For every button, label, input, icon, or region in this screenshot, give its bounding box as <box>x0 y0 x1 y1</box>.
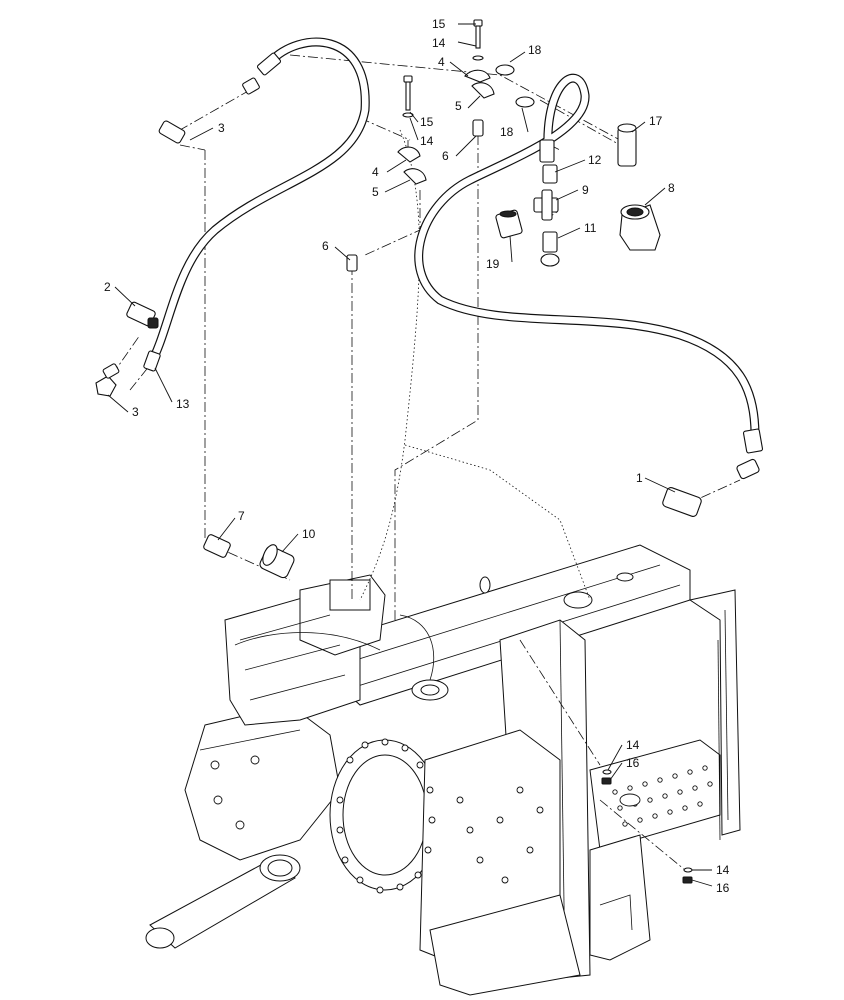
transmission-housing <box>145 544 741 996</box>
part-9-tee <box>533 189 559 221</box>
callout-9: 9 <box>582 183 589 197</box>
part-14-washers <box>402 55 693 873</box>
callout-6-lower: 6 <box>322 239 329 253</box>
part-11-swivel <box>540 231 560 267</box>
callout-5-mid: 5 <box>372 185 379 199</box>
callout-12: 12 <box>588 153 602 167</box>
callout-2: 2 <box>104 280 111 294</box>
callout-6-mid: 6 <box>442 149 449 163</box>
part-3-elbow-upper <box>158 77 260 144</box>
callout-14-lower-a: 14 <box>626 738 640 752</box>
callout-16-lower-a: 16 <box>626 756 640 770</box>
callout-4-top: 4 <box>438 55 445 69</box>
part-7-adapter <box>203 534 231 558</box>
callout-1: 1 <box>636 471 643 485</box>
callout-11: 11 <box>584 221 597 235</box>
housing-bolt-holes <box>210 738 544 894</box>
callout-17: 17 <box>649 114 663 128</box>
part-16-nuts <box>601 777 693 884</box>
callout-15-top: 15 <box>432 17 446 31</box>
callout-18-lower: 18 <box>500 125 514 139</box>
callout-leaders <box>107 23 713 887</box>
callout-3-upper: 3 <box>218 121 225 135</box>
part-4-5-clamps <box>397 69 495 185</box>
part-12-fitting <box>542 164 558 184</box>
part-18-clamp-rings <box>495 64 535 108</box>
callout-5-top: 5 <box>455 99 462 113</box>
callout-16-lower-b: 16 <box>716 881 730 895</box>
part-17-sleeve <box>617 123 637 167</box>
callout-13: 13 <box>176 397 190 411</box>
hose-13 <box>143 37 370 372</box>
callout-8: 8 <box>668 181 675 195</box>
part-19-adapter <box>495 209 523 239</box>
callout-labels: 15 14 18 4 5 18 17 3 15 14 6 12 4 5 9 8 … <box>104 17 730 895</box>
callout-14-mid: 14 <box>420 134 434 148</box>
part-8-elbow <box>619 204 661 251</box>
callout-4-mid: 4 <box>372 165 379 179</box>
perforated-plate-holes <box>612 765 713 827</box>
part-15-bolts <box>403 19 483 111</box>
hose-long <box>414 73 764 454</box>
routing-lines <box>359 129 591 601</box>
part-2-tee-fitting <box>126 301 159 329</box>
callout-19: 19 <box>486 257 500 271</box>
callout-3-lower: 3 <box>132 405 139 419</box>
part-10-fitting <box>259 544 295 579</box>
callout-10: 10 <box>302 527 316 541</box>
callout-7: 7 <box>238 509 245 523</box>
callout-18-top: 18 <box>528 43 542 57</box>
callout-14-lower-b: 14 <box>716 863 730 877</box>
callout-14-top: 14 <box>432 36 446 50</box>
part-3-elbow-lower <box>95 363 120 397</box>
part-1-fitting <box>662 458 760 517</box>
callout-15-mid: 15 <box>420 115 434 129</box>
